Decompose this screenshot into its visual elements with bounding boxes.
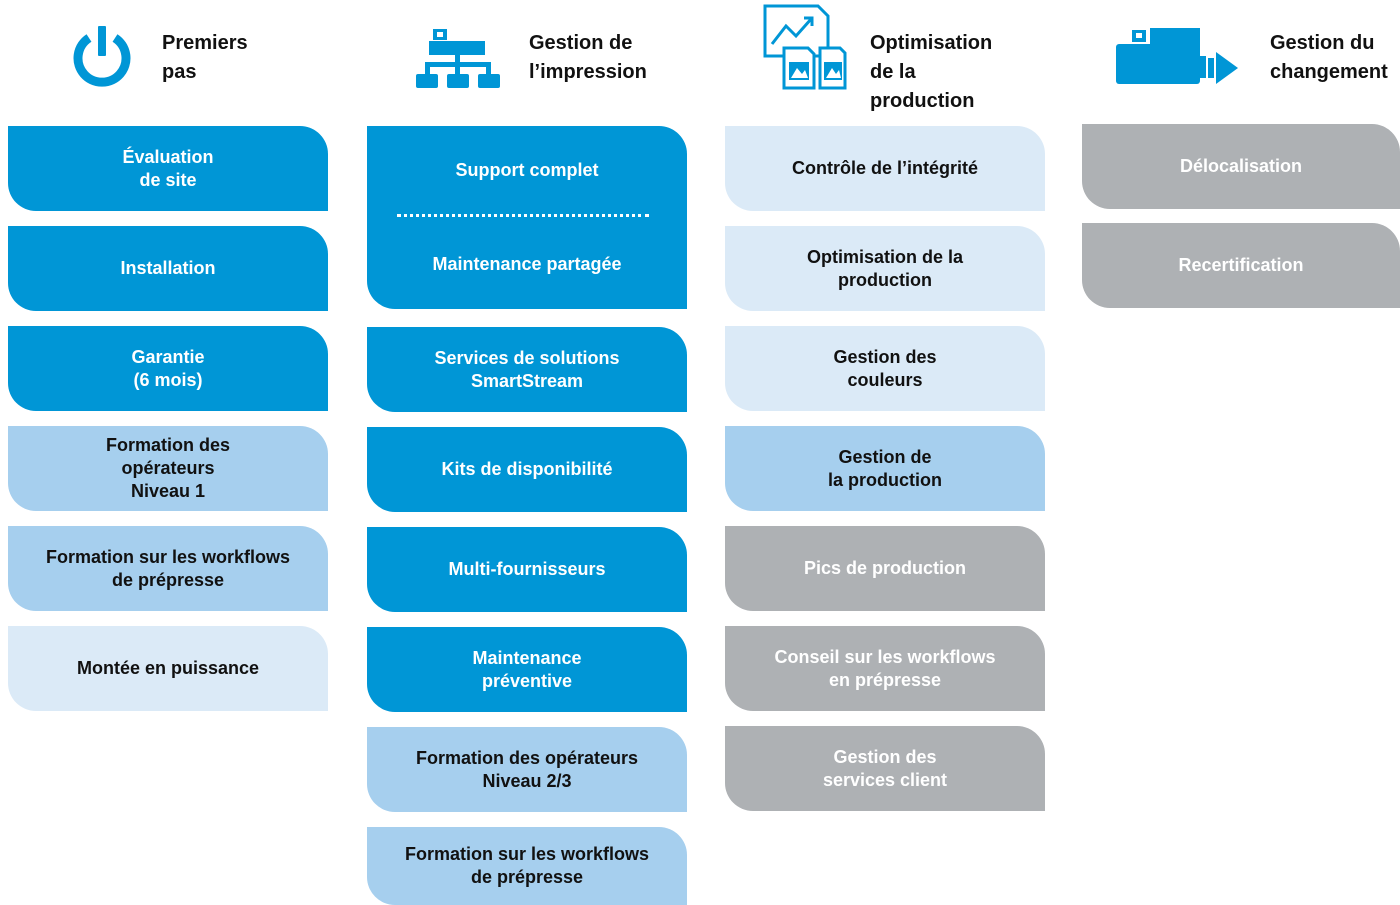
card-formation-operateurs-niveau-1: Formation des opérateurs Niveau 1 <box>8 426 328 511</box>
column-title: Gestion du changement <box>1270 32 1388 83</box>
card-delocalisation: Délocalisation <box>1082 124 1400 209</box>
card-conseil-workflows: Conseil sur les workflows en prépresse <box>725 626 1045 711</box>
hierarchy-icon <box>415 26 503 95</box>
card-gestion-production: Gestion de la production <box>725 426 1045 511</box>
card-gestion-couleurs: Gestion des couleurs <box>725 326 1045 411</box>
documents-chart-icon <box>762 4 848 95</box>
card-formation-workflows-prepresse-2: Formation sur les workflows de prépresse <box>367 827 687 905</box>
card-installation: Installation <box>8 226 328 311</box>
card-support-maintenance: Support complet Maintenance partagée <box>367 126 687 309</box>
card-controle-integrite: Contrôle de l’intégrité <box>725 126 1045 211</box>
printer-move-icon <box>1114 26 1238 91</box>
column-title: Premiers pas <box>162 32 248 83</box>
card-montee-en-puissance: Montée en puissance <box>8 626 328 711</box>
card-multi-fournisseurs: Multi-fournisseurs <box>367 527 687 612</box>
column-title: Optimisation de la production <box>870 32 993 112</box>
card-formation-operateurs-niveau-2-3: Formation des opérateurs Niveau 2/3 <box>367 727 687 812</box>
card-services-smartstream: Services de solutions SmartStream <box>367 327 687 412</box>
column-optimisation-header: Optimisation de la production <box>720 0 1050 120</box>
card-evaluation-de-site: Évaluation de site <box>8 126 328 211</box>
card-gestion-services-client: Gestion des services client <box>725 726 1045 811</box>
card-formation-workflows-prepresse: Formation sur les workflows de prépresse <box>8 526 328 611</box>
card-kits-disponibilite: Kits de disponibilité <box>367 427 687 512</box>
card-maintenance-preventive: Maintenance préventive <box>367 627 687 712</box>
card-recertification: Recertification <box>1082 223 1400 308</box>
power-icon <box>72 26 132 93</box>
card-optimisation-production: Optimisation de la production <box>725 226 1045 311</box>
card-maintenance-partagee-label: Maintenance partagée <box>432 254 622 274</box>
card-garantie: Garantie (6 mois) <box>8 326 328 411</box>
column-premiers-pas-header: Premiers pas <box>0 0 330 120</box>
dotted-divider <box>397 214 649 217</box>
card-support-complet-label: Support complet <box>455 160 599 180</box>
card-pics-production: Pics de production <box>725 526 1045 611</box>
column-title: Gestion de l’impression <box>529 32 647 83</box>
column-gestion-impression-header: Gestion de l’impression <box>360 0 690 120</box>
column-gestion-changement-header: Gestion du changement <box>1080 0 1400 120</box>
